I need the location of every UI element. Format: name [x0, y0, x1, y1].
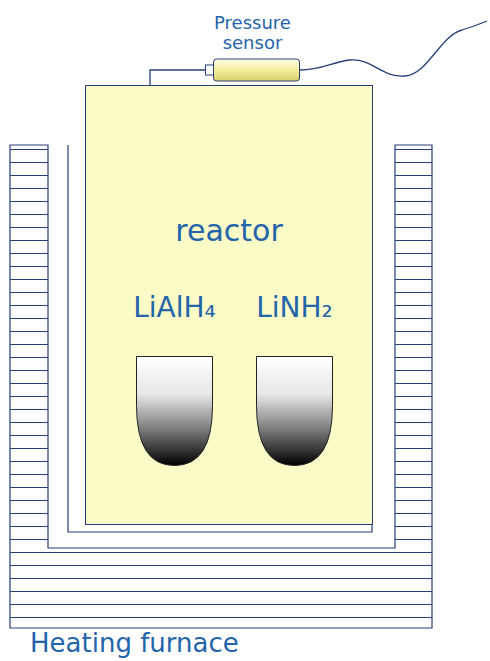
substance-label: LiNH₂: [256, 292, 333, 324]
reactor-vessel: reactorLiAlH₄ LiNH₂: [85, 85, 373, 525]
part-label: Heating furnace: [30, 629, 239, 658]
sensor-cable: [300, 21, 487, 76]
crucible: LiAlH₄: [136, 356, 213, 466]
crucible-outline: [136, 356, 213, 466]
pressure-sensor: Pressure sensor: [205, 58, 300, 82]
sensor-line: [150, 70, 205, 85]
heating-furnace: Heating furnacereactorLiAlH₄LiNH₂: [10, 145, 432, 628]
sensor-body: [214, 59, 300, 81]
crucible: LiNH₂: [256, 356, 333, 466]
part-label: reactor: [86, 214, 372, 249]
sensor-outline: [205, 58, 300, 82]
crucible-body: [257, 357, 333, 466]
part-label: Pressure sensor: [198, 13, 308, 54]
substance-label: LiAlH₄: [133, 292, 216, 324]
crucible-outline: [256, 356, 333, 466]
sensor-port: [206, 65, 214, 75]
crucible-body: [137, 357, 213, 466]
